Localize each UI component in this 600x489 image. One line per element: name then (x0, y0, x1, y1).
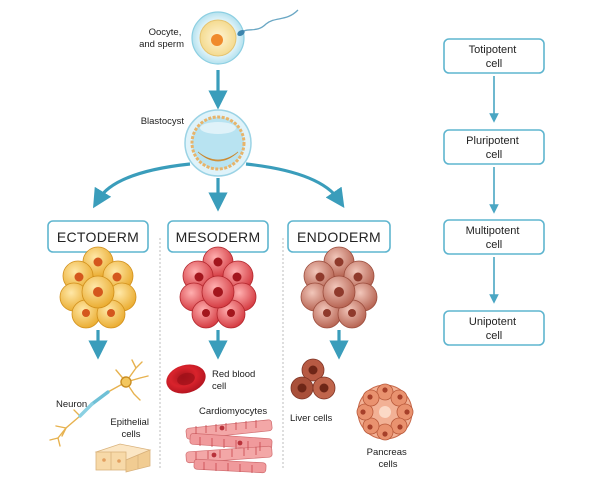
epithelial-label: Epithelial cells (110, 417, 151, 440)
totipotent-box: Totipotent cell (443, 38, 545, 74)
multipotent-box: Multipotent cell (443, 219, 545, 255)
liver-cells-illustration (290, 358, 336, 400)
ectoderm-label: ECTODERM (57, 229, 139, 245)
unipotent-box: Unipotent cell (443, 310, 545, 346)
neuron-label: Neuron (56, 399, 87, 410)
arrow-to-ectoderm (93, 162, 191, 209)
red-blood-cell-illustration (166, 364, 206, 394)
endoderm-label: ENDODERM (297, 229, 381, 245)
oocyte-label: Oocyte, and sperm (139, 27, 184, 50)
red-blood-cell-label: Red blood cell (212, 369, 258, 392)
cardiomyocytes-illustration (185, 419, 273, 474)
ectoderm-box: ECTODERM (47, 220, 149, 253)
blastocyst-illustration (184, 109, 252, 177)
mesoderm-label: MESODERM (176, 229, 261, 245)
pluripotent-label: Pluripotent cell (466, 135, 522, 161)
pancreas-cells-illustration (356, 383, 414, 441)
endoderm-cell-cluster (300, 246, 378, 329)
arrow-to-endoderm (245, 162, 345, 208)
cardiomyocytes-label: Cardiomyocytes (199, 406, 267, 417)
endoderm-box: ENDODERM (287, 220, 391, 253)
totipotent-label: Totipotent cell (469, 44, 520, 70)
oocyte-illustration (191, 9, 299, 65)
epithelial-cells-illustration (94, 443, 152, 473)
pluripotent-box: Pluripotent cell (443, 129, 545, 165)
pancreas-cells-label: Pancreas cells (367, 447, 410, 470)
multipotent-label: Multipotent cell (466, 225, 523, 251)
neuron-illustration (49, 359, 149, 447)
liver-cells-label: Liver cells (290, 413, 332, 424)
blastocyst-label: Blastocyst (141, 116, 185, 127)
mesoderm-cell-cluster (179, 246, 257, 329)
ectoderm-cell-cluster (59, 246, 137, 329)
unipotent-label: Unipotent cell (469, 316, 519, 342)
